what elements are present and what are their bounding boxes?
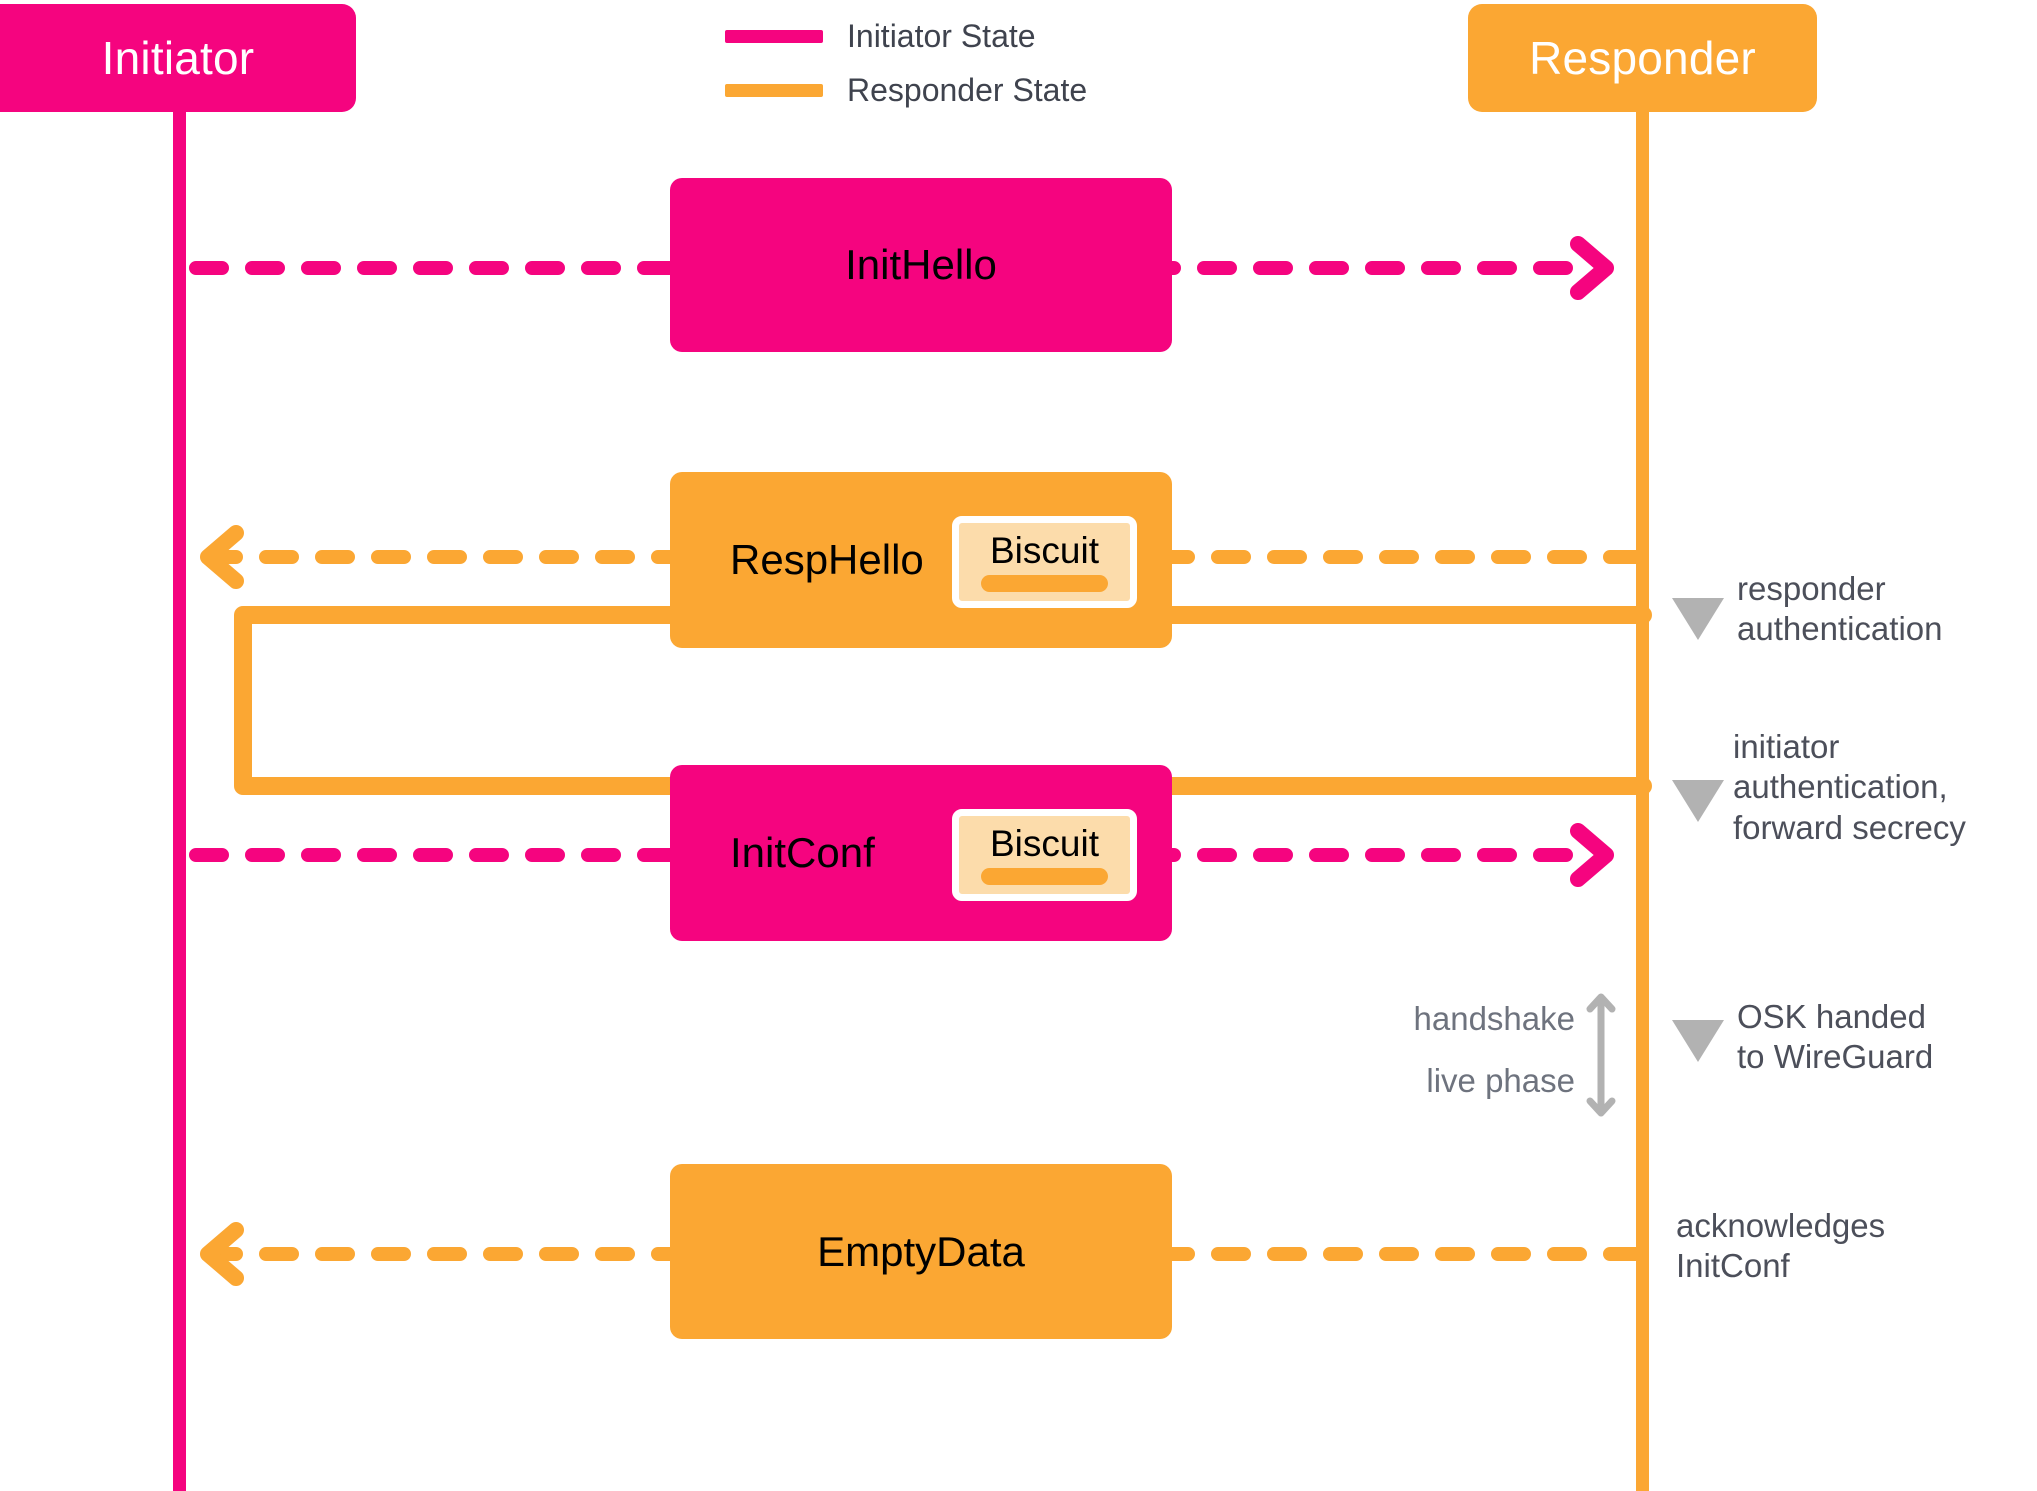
legend-swatch-responder-state — [725, 84, 823, 97]
arrow-head-empty-data — [200, 1222, 244, 1286]
message-label-empty-data: EmptyData — [817, 1227, 1025, 1275]
legend-label-initiator-state: Initiator State — [847, 18, 1036, 54]
actor-label-responder: Responder — [1529, 32, 1756, 84]
message-box-empty-data[interactable]: EmptyData — [670, 1164, 1172, 1339]
lifeline-initiator — [173, 100, 186, 1491]
actor-label-initiator: Initiator — [101, 32, 255, 84]
triangle-down-icon-initiator-auth — [1672, 780, 1724, 822]
biscuit-bar-resp-hello — [981, 575, 1108, 592]
triangle-down-icon-responder-auth — [1672, 598, 1724, 640]
legend-item-responder-state: Responder State — [725, 72, 1087, 109]
arrow-head-init-hello — [1570, 236, 1614, 300]
state-flow-responder-bracket — [234, 606, 681, 795]
actor-header-initiator[interactable]: Initiator — [0, 4, 356, 112]
message-box-init-conf[interactable]: InitConf Biscuit — [670, 765, 1172, 941]
message-label-init-conf: InitConf — [730, 829, 875, 876]
biscuit-label-init-conf: Biscuit — [990, 823, 1099, 864]
lifeline-responder — [1636, 100, 1649, 1491]
annotation-osk-handed-to-wireguard: OSK handed to WireGuard — [1737, 998, 1934, 1076]
legend-item-initiator-state: Initiator State — [725, 18, 1036, 55]
annotation-initiator-authentication: initiator authentication, forward secrec… — [1733, 728, 1966, 846]
message-label-resp-hello: RespHello — [730, 536, 924, 583]
arrow-down-icon-live-phase — [1586, 1051, 1616, 1117]
annotation-acknowledges-initconf: acknowledges InitConf — [1676, 1207, 1886, 1285]
biscuit-chip-init-conf[interactable]: Biscuit — [952, 809, 1137, 901]
legend-swatch-initiator-state — [725, 30, 823, 43]
actor-header-responder[interactable]: Responder — [1468, 4, 1817, 112]
arrow-head-init-conf — [1570, 823, 1614, 887]
biscuit-label-resp-hello: Biscuit — [990, 530, 1099, 571]
message-label-init-hello: InitHello — [845, 241, 997, 288]
arrow-up-icon-handshake — [1586, 993, 1616, 1059]
legend-label-responder-state: Responder State — [847, 72, 1088, 108]
biscuit-chip-resp-hello[interactable]: Biscuit — [952, 516, 1137, 608]
arrow-head-resp-hello — [200, 525, 244, 589]
annotation-responder-authentication: responder authentication — [1737, 570, 1943, 648]
phase-label-live-phase: live phase — [1426, 1062, 1575, 1099]
message-box-resp-hello[interactable]: RespHello Biscuit — [670, 472, 1172, 648]
message-box-init-hello[interactable]: InitHello — [670, 178, 1172, 352]
triangle-down-icon-osk — [1672, 1020, 1724, 1062]
biscuit-bar-init-conf — [981, 868, 1108, 885]
phase-label-handshake: handshake — [1413, 1000, 1575, 1037]
